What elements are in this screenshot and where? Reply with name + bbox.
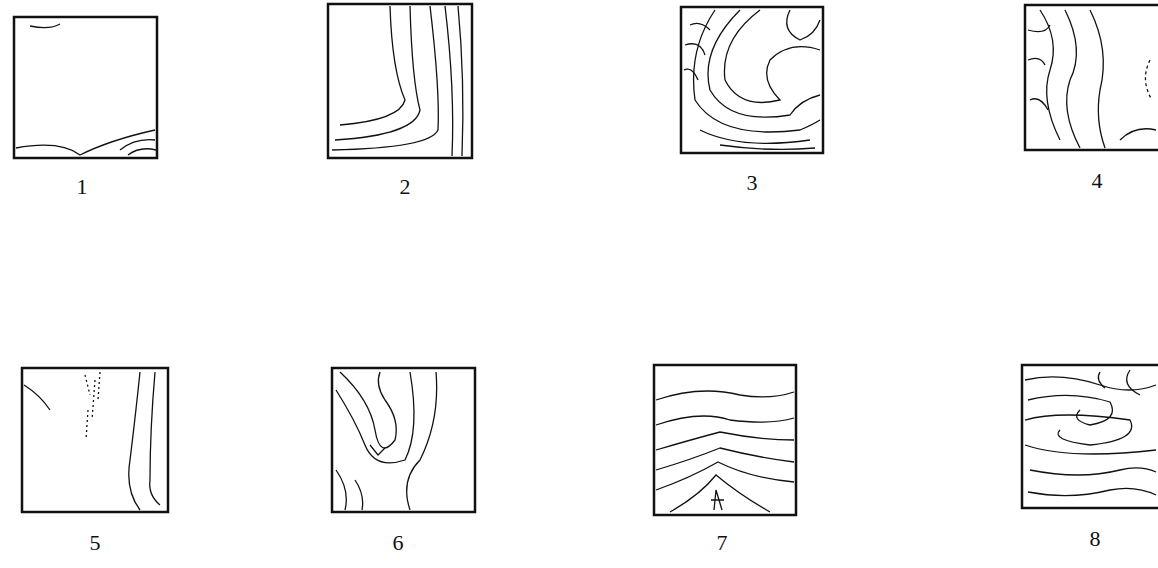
panel-number: 4 [1092, 170, 1103, 192]
contour-line [1040, 10, 1060, 140]
contour-line [407, 372, 437, 510]
contour-line [370, 445, 385, 455]
contour-line [656, 462, 794, 490]
panel-number: 1 [77, 176, 88, 198]
contour-line [129, 372, 140, 510]
contour-line [1098, 370, 1140, 395]
panel-number: 6 [393, 532, 404, 554]
contour-line [1120, 129, 1156, 140]
contour-line [1030, 468, 1156, 475]
panel-frame [1025, 5, 1158, 150]
contour-line [700, 130, 815, 149]
contour-line [656, 448, 794, 470]
panel-number: 7 [717, 532, 728, 554]
contour-line [1025, 377, 1156, 390]
contour-line [711, 490, 724, 510]
panel-frame [332, 368, 475, 512]
contour-line [1145, 60, 1152, 100]
panel-number: 3 [747, 172, 758, 194]
contour-line [1028, 488, 1156, 495]
contour-line [708, 10, 820, 117]
contour-line [656, 416, 794, 425]
contour-line [332, 6, 438, 150]
contour-line [335, 6, 420, 140]
contour-line [458, 6, 463, 156]
contour-line [1065, 10, 1080, 148]
contour-line [1028, 395, 1113, 425]
contour-line [336, 372, 414, 463]
contour-line [1090, 10, 1105, 148]
contour-line [684, 23, 710, 80]
contour-line [24, 385, 50, 410]
panel-frame [14, 17, 157, 158]
panel-number: 5 [90, 532, 101, 554]
contour-line [724, 10, 820, 103]
contour-line [670, 475, 770, 512]
contour-line [445, 6, 453, 156]
contour-line [787, 10, 820, 40]
contour-line [694, 10, 820, 132]
contour-line [656, 432, 794, 450]
contour-line [150, 372, 160, 505]
panel-frame [328, 4, 472, 158]
contour-line [128, 149, 156, 155]
panel-number: 2 [400, 176, 411, 198]
contour-line [336, 470, 363, 510]
contour-line [340, 6, 405, 125]
contour-line [1028, 25, 1050, 110]
contour-line [85, 372, 100, 440]
contour-line [1025, 415, 1132, 445]
contour-line [656, 391, 794, 400]
contour-line [16, 130, 155, 155]
panel-frame [681, 7, 823, 153]
contour-line [30, 24, 60, 28]
panel-frame [22, 368, 168, 512]
panel-frame [1022, 365, 1158, 508]
panel-frame [654, 365, 796, 515]
contour-line [1025, 445, 1156, 454]
panel-number: 8 [1090, 528, 1101, 550]
